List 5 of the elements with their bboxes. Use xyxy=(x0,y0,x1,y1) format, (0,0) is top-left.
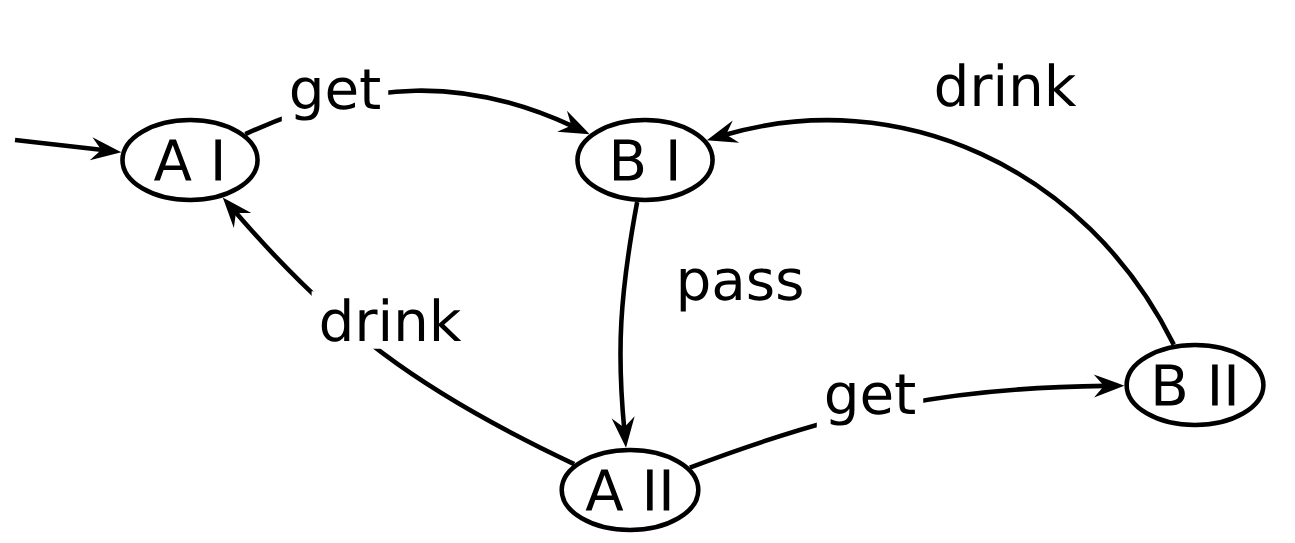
edge-label: drink xyxy=(926,56,1084,114)
edge-label: pass xyxy=(668,261,812,319)
edge-label: drink xyxy=(311,291,469,349)
edge-label: get xyxy=(281,62,389,128)
edge-label: get xyxy=(816,367,924,433)
